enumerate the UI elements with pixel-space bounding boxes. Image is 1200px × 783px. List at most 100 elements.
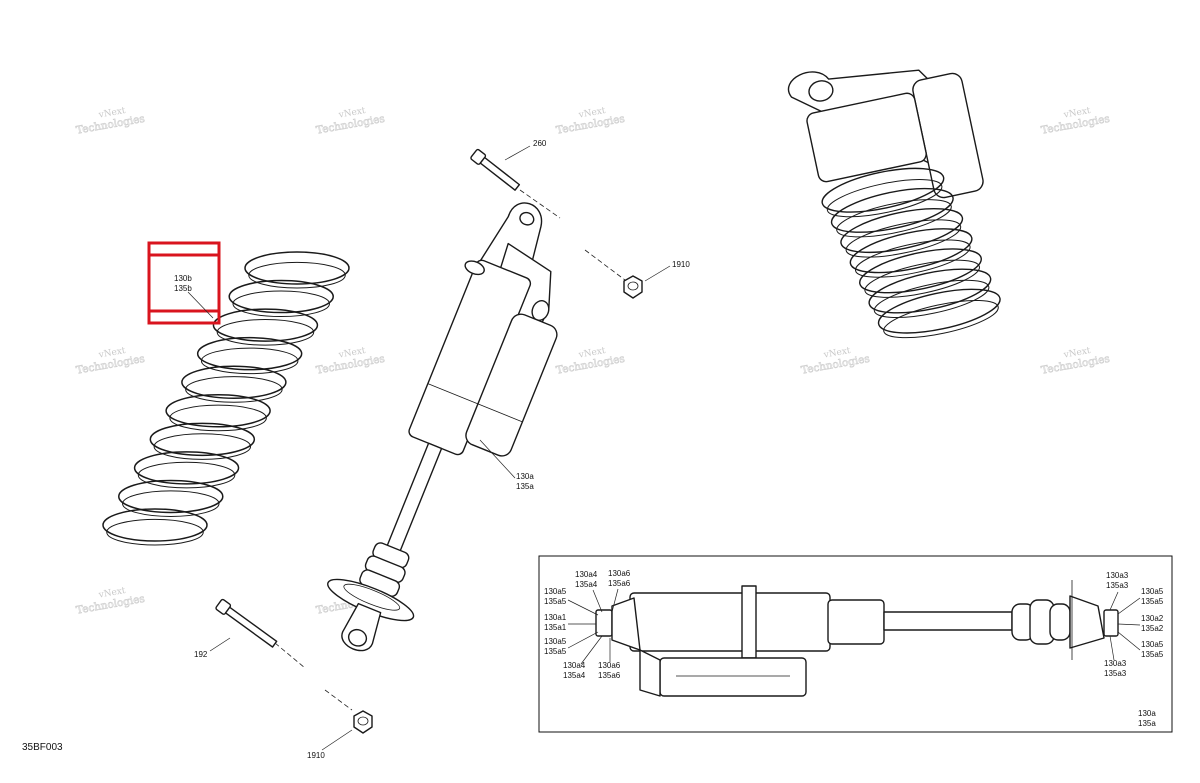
detail-callout-135a6: 135a6 <box>598 671 621 680</box>
spring-coil-inner <box>854 239 971 278</box>
detail-callout-135a4: 135a4 <box>563 671 586 680</box>
spring-coil-inner <box>232 290 330 318</box>
detail-callout-135a3: 135a3 <box>1104 669 1127 678</box>
watermark-line1: vNext <box>337 346 367 361</box>
callout-135a: 135a <box>516 482 534 491</box>
watermark-line1: vNext <box>97 586 127 601</box>
leader-line <box>644 265 671 282</box>
watermark-line1: vNext <box>1062 346 1092 361</box>
reservoir-band <box>477 403 523 423</box>
leader-line <box>321 729 353 751</box>
watermark-line1: vNext <box>577 106 607 121</box>
detail-callout-130a3: 130a3 <box>1106 571 1129 580</box>
detail-callout-130a6: 130a6 <box>608 569 631 578</box>
detail-callout-130a5: 130a5 <box>544 637 567 646</box>
detail-callout-135a4: 135a4 <box>575 580 598 589</box>
bolt-192[interactable]: 192 <box>194 598 306 669</box>
axis-line <box>584 249 626 281</box>
spring-coil-inner <box>137 461 236 489</box>
bolt-260[interactable]: 260 <box>470 139 561 219</box>
spring-seat-inner <box>343 583 401 611</box>
spring-coil-inner <box>169 404 267 432</box>
detail-leaders-left <box>567 588 619 665</box>
figure-code: 35BF003 <box>22 742 63 753</box>
detail-callout-130a3: 130a3 <box>1104 659 1127 668</box>
spring-coil <box>149 422 256 457</box>
detail-callout-130a1: 130a1 <box>544 613 567 622</box>
detail-callout-130a: 130a <box>1138 709 1156 718</box>
watermark-line1: vNext <box>97 106 127 121</box>
spring-coil <box>244 251 350 285</box>
inset-collar <box>741 585 757 659</box>
spring-coil <box>228 279 334 314</box>
assembled-spring-coils <box>821 167 1001 339</box>
watermark-line1: vNext <box>337 106 367 121</box>
spring-coil-inner <box>873 279 990 319</box>
body-band <box>427 383 482 406</box>
spring-coil-inner <box>106 518 204 546</box>
nut-1910-bottom[interactable]: 1910 <box>307 689 373 760</box>
detail-callout-135a1: 135a1 <box>544 623 567 632</box>
detail-callout-130a5: 130a5 <box>544 587 567 596</box>
nut-shape <box>623 275 643 299</box>
coil-spring[interactable] <box>102 251 350 546</box>
detail-callout-135a6: 135a6 <box>608 579 631 588</box>
watermark-line1: vNext <box>97 346 127 361</box>
callout-135b: 135b <box>174 284 192 293</box>
watermark-line1: vNext <box>1062 106 1092 121</box>
spring-coil <box>181 365 287 399</box>
assembled-shock-view[interactable] <box>786 41 1013 354</box>
spring-coil <box>212 308 319 342</box>
highlight-box <box>147 241 221 325</box>
assembled-mount-bore <box>808 80 834 102</box>
shock-absorber[interactable]: 130a 135a <box>309 187 600 676</box>
spring-coil <box>821 167 945 213</box>
spring-coil <box>830 187 954 233</box>
callout-1910: 1910 <box>307 751 325 760</box>
nut-bore <box>627 281 639 291</box>
detail-callout-135a: 135a <box>1138 719 1156 728</box>
spring-coil-inner <box>845 219 962 258</box>
inset-left-bushing <box>595 609 613 637</box>
callout-260: 260 <box>533 139 547 148</box>
bottom-mount-bore <box>347 628 368 647</box>
spring-coil-inner <box>185 376 283 403</box>
nut-bore <box>357 716 369 726</box>
spring-coil <box>133 451 240 485</box>
spring-coil-inner <box>864 259 980 298</box>
watermark-line1: vNext <box>577 346 607 361</box>
detail-callout-130a5: 130a5 <box>1141 587 1164 596</box>
spring-coil-inner <box>153 433 252 460</box>
spring-coil-inner <box>200 347 299 375</box>
detail-callout-135a5: 135a5 <box>544 597 567 606</box>
detail-callout-135a2: 135a2 <box>1141 624 1164 633</box>
detail-callout-135a3: 135a3 <box>1106 581 1129 590</box>
spring-coils <box>102 251 350 546</box>
detail-inset[interactable]: 130a4 135a4 130a6 135a6 130a5 135a5 130a… <box>538 555 1173 733</box>
nut-1910-top[interactable]: 1910 <box>584 249 690 299</box>
inset-bump-stop <box>1049 603 1071 641</box>
nut-shape <box>353 710 373 734</box>
spring-coil-inner <box>248 261 346 289</box>
spring-coil <box>877 288 1001 334</box>
watermark-line1: vNext <box>822 346 852 361</box>
spring-coil <box>196 336 303 371</box>
detail-callout-130a4: 130a4 <box>563 661 586 670</box>
bolt-shank <box>479 156 521 191</box>
spring-callout-highlight[interactable]: 130b 135b <box>147 241 221 325</box>
inset-reservoir-hose <box>639 649 661 697</box>
bolt-shank <box>224 606 278 648</box>
spring-coil-inner <box>883 299 999 339</box>
leader-line <box>209 637 231 652</box>
leader-line <box>187 291 214 319</box>
spring-coil <box>859 248 982 294</box>
axis-line <box>519 189 561 219</box>
spring-coil <box>840 208 964 254</box>
detail-callout-130a6: 130a6 <box>598 661 621 670</box>
assembled-body <box>806 92 927 183</box>
spring-coil-inner <box>836 199 952 238</box>
spring-coil <box>165 394 271 428</box>
inset-right-bushing <box>1103 609 1119 637</box>
detail-callout-130a5: 130a5 <box>1141 640 1164 649</box>
